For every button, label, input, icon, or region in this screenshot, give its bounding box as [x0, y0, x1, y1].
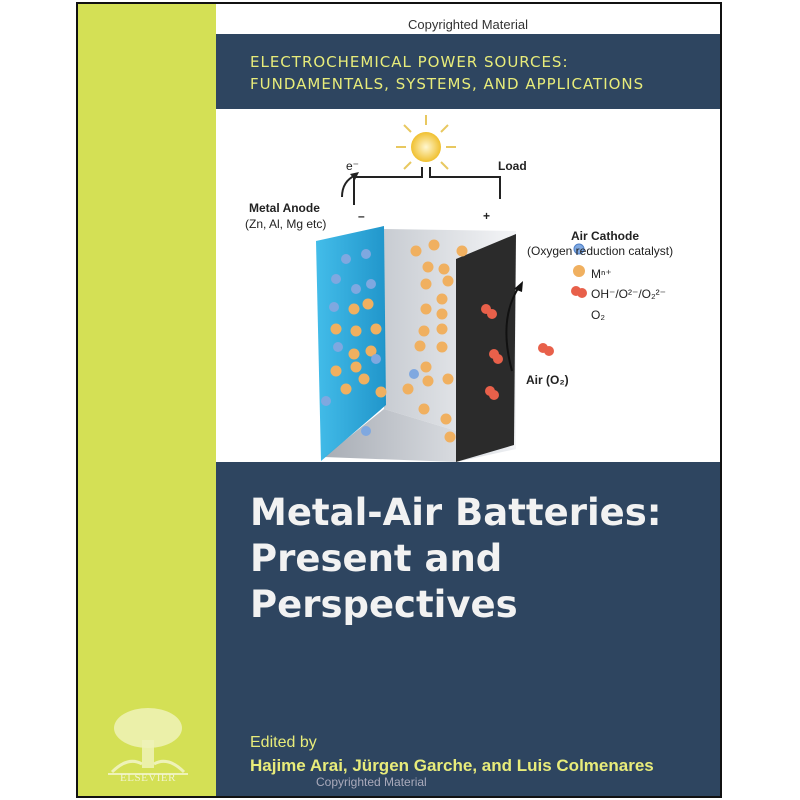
hydroxide-particle	[436, 293, 448, 305]
hydroxide-particle	[362, 298, 374, 310]
watermark-top: Copyrighted Material	[408, 17, 528, 32]
title-line: Present and	[250, 537, 503, 580]
title-line: Perspectives	[250, 583, 518, 626]
hydroxide-particle	[330, 323, 342, 335]
elsevier-tree-logo-icon	[108, 708, 188, 775]
hydroxide-particle	[358, 373, 370, 385]
hydroxide-particle	[420, 303, 432, 315]
load-label: Load	[498, 159, 527, 173]
legend-metal-ion: Mⁿ⁺	[591, 267, 612, 281]
legend-metal-ion-icon	[573, 243, 585, 255]
hydroxide-particle	[438, 263, 450, 275]
legend-oxygen: O₂	[591, 308, 605, 322]
circuit-wire	[353, 167, 501, 205]
title-band: Metal-Air Batteries: Present and Perspec…	[216, 462, 720, 796]
metal-ion-particle	[366, 279, 376, 289]
electron-label: e⁻	[346, 159, 360, 173]
anode-title: Metal Anode	[249, 201, 320, 215]
legend-hydroxide-icon	[573, 265, 585, 277]
hydroxide-particle	[340, 383, 352, 395]
load-bulb-icon	[411, 132, 441, 162]
editors: Hajime Arai, Jürgen Garche, and Luis Col…	[250, 756, 654, 775]
anode-subtitle: (Zn, Al, Mg etc)	[245, 217, 327, 231]
edited-by: Edited by	[250, 734, 317, 751]
minus-sign: –	[358, 209, 365, 223]
hydroxide-particle	[402, 383, 414, 395]
metal-ion-particle	[321, 396, 331, 406]
hydroxide-particle	[375, 386, 387, 398]
hydroxide-particle	[422, 375, 434, 387]
bulb-rays	[396, 115, 456, 170]
metal-ion-particle	[361, 249, 371, 259]
hydroxide-particle	[442, 373, 454, 385]
hydroxide-particle	[444, 431, 456, 443]
publisher-name: ELSEVIER	[120, 772, 176, 784]
air-arrow-icon	[505, 286, 520, 372]
metal-ion-particle	[341, 254, 351, 264]
ions	[321, 239, 503, 443]
series-band: ELECTROCHEMICAL POWER SOURCES: FUNDAMENT…	[216, 34, 720, 109]
hydroxide-particle	[410, 245, 422, 257]
hydroxide-particle	[370, 323, 382, 335]
cathode-subtitle: (Oxygen reduction catalyst)	[527, 244, 674, 258]
hydroxide-particle	[348, 348, 360, 360]
hydroxide-particle	[456, 245, 468, 257]
legend-hydroxide: OH⁻/O²⁻/O₂²⁻	[591, 287, 666, 301]
oxygen-particle	[489, 390, 499, 400]
metal-ion-particle	[333, 342, 343, 352]
hydroxide-particle	[414, 340, 426, 352]
book-title: Metal-Air Batteries: Present and Perspec…	[250, 490, 662, 628]
hydroxide-particle	[418, 403, 430, 415]
hydroxide-particle	[350, 361, 362, 373]
battery-diagram: e⁻ Load Metal Anode (Zn, Al, Mg etc) – +…	[216, 109, 720, 462]
title-line: Metal-Air Batteries:	[250, 491, 662, 534]
hydroxide-particle	[436, 308, 448, 320]
hydroxide-particle	[436, 323, 448, 335]
metal-ion-particle	[409, 369, 419, 379]
series-title-line1: ELECTROCHEMICAL POWER SOURCES:	[250, 53, 569, 71]
hydroxide-particle	[436, 341, 448, 353]
oxygen-particle	[487, 309, 497, 319]
watermark-bottom: Copyrighted Material	[316, 775, 427, 789]
hydroxide-particle	[428, 239, 440, 251]
side-strip	[78, 4, 216, 796]
metal-ion-particle	[361, 426, 371, 436]
oxygen-particle	[493, 354, 503, 364]
hydroxide-particle	[420, 278, 432, 290]
hydroxide-particle	[330, 365, 342, 377]
hydroxide-particle	[350, 325, 362, 337]
air-cathode-plate	[456, 234, 516, 462]
series-title-line2: FUNDAMENTALS, SYSTEMS, AND APPLICATIONS	[250, 75, 645, 93]
hydroxide-particle	[442, 275, 454, 287]
hydroxide-particle	[365, 345, 377, 357]
metal-ion-particle	[351, 284, 361, 294]
metal-ion-particle	[329, 302, 339, 312]
hydroxide-particle	[348, 303, 360, 315]
hydroxide-particle	[420, 361, 432, 373]
diagram-graphic	[316, 115, 587, 462]
metal-ion-particle	[371, 354, 381, 364]
plus-sign: +	[483, 209, 491, 223]
metal-ion-particle	[331, 274, 341, 284]
hydroxide-particle	[440, 413, 452, 425]
air-label: Air (O₂)	[526, 373, 569, 387]
hydroxide-particle	[422, 261, 434, 273]
cathode-title: Air Cathode	[571, 229, 640, 243]
book-cover: Copyrighted Material ELECTROCHEMICAL POW…	[76, 2, 722, 798]
hydroxide-particle	[418, 325, 430, 337]
